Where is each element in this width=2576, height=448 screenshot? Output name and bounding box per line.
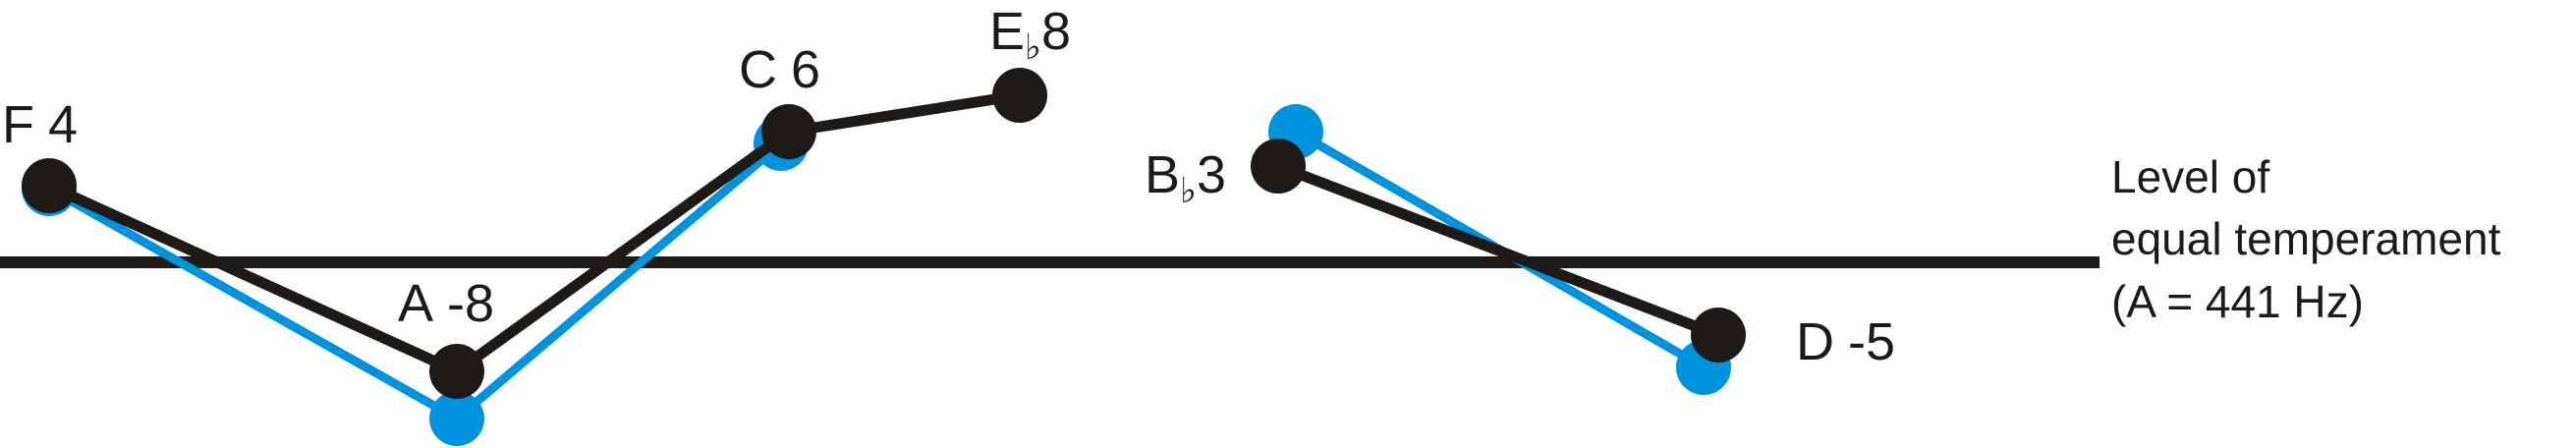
note-letter: A — [398, 274, 433, 333]
note-value: 6 — [791, 40, 820, 99]
black-dot-C — [761, 104, 816, 159]
blue-series — [22, 104, 1731, 446]
caption-line-1: Level of — [2111, 151, 2269, 202]
black-dot-Eb — [992, 68, 1047, 123]
note-label-D: D-5 — [1796, 312, 1895, 371]
black-segment-A-C — [453, 127, 793, 376]
note-value: -8 — [447, 274, 494, 333]
note-label-A: A-8 — [398, 274, 494, 333]
note-value: 3 — [1197, 145, 1226, 204]
note-label-Eb: E♭8 — [989, 2, 1071, 67]
blue-dot-A — [429, 391, 484, 446]
note-value: 4 — [48, 95, 78, 154]
blue-segment-A-C — [454, 140, 784, 422]
note-value: -5 — [1848, 312, 1895, 371]
note-letter: C — [739, 40, 777, 99]
black-dot-D — [1691, 308, 1746, 363]
note-letter: E — [989, 2, 1025, 61]
black-dot-F — [22, 158, 77, 213]
note-label-Bb: B♭3 — [1145, 145, 1226, 210]
black-dot-A — [429, 344, 484, 399]
black-dot-Bb — [1251, 139, 1306, 194]
blue-segment-F-A — [46, 185, 460, 422]
note-letter: F — [2, 95, 34, 154]
note-value: 8 — [1041, 2, 1071, 61]
black-segment-Bb-D — [1276, 160, 1720, 341]
baseline-caption: Level of equal temperament (A = 441 Hz) — [2111, 151, 2501, 327]
caption-line-2: equal temperament — [2111, 213, 2501, 264]
black-segment-F-A — [46, 180, 460, 377]
note-letter: D — [1796, 312, 1834, 371]
caption-line-3: (A = 441 Hz) — [2111, 276, 2364, 327]
flat-sign: ♭ — [1025, 27, 1041, 67]
black-segment-C-Eb — [788, 89, 1021, 138]
black-series — [22, 68, 1746, 399]
note-letter: B — [1145, 145, 1180, 204]
flat-sign: ♭ — [1180, 170, 1197, 210]
